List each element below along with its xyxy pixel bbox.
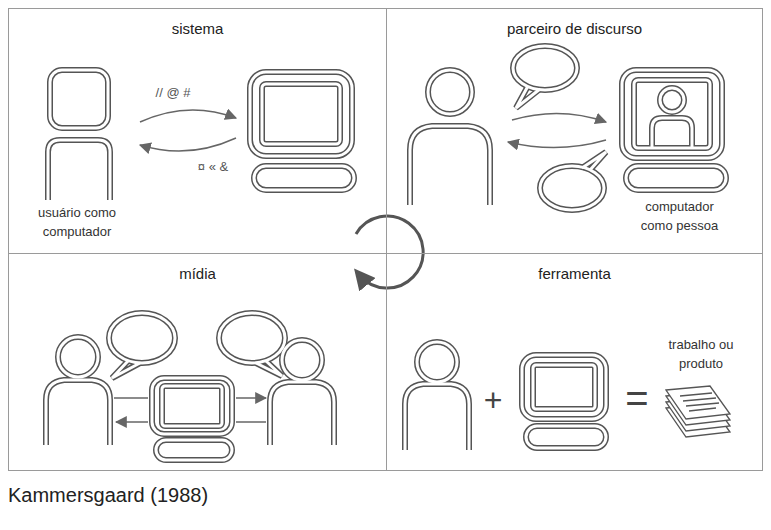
figure-label: trabalho ou produto — [660, 336, 742, 374]
figure-label: usuário como computador — [22, 204, 132, 242]
symbol-text: // @ # — [140, 84, 206, 103]
quadrant-panel: parceiro de discurso — [386, 8, 763, 254]
quadrant-heading: parceiro de discurso — [387, 20, 762, 37]
symbol-text: ¤ « & — [183, 158, 243, 177]
figure-label: computador como pessoa — [632, 198, 727, 236]
operator-sign: + — [478, 384, 508, 416]
caption: Kammersgaard (1988) — [8, 484, 208, 507]
quadrant-heading: ferramenta — [387, 265, 762, 282]
operator-sign: = — [617, 378, 657, 418]
quadrant-heading: sistema — [9, 20, 386, 37]
quadrant-heading: mídia — [9, 265, 386, 282]
quadrant-panel: mídia — [8, 253, 387, 471]
